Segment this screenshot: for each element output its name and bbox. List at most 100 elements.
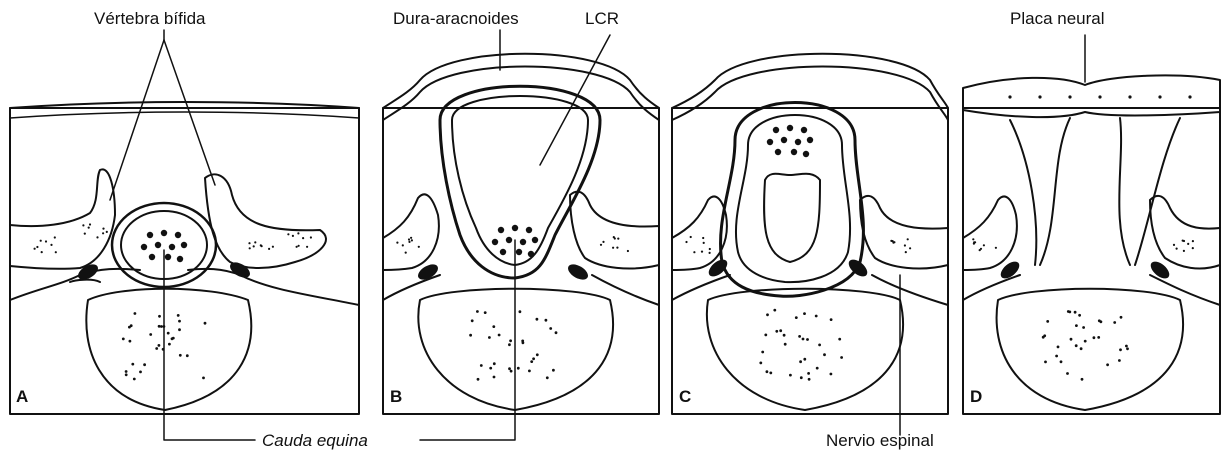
bone-stipple-dot [769,372,772,375]
nerve-root-dot-a [181,242,187,248]
bone-stipple-dot [493,362,496,365]
bone-stipple-dot [1075,344,1078,347]
bone-stipple-dot [125,373,128,376]
bone-stipple-dot [1070,338,1073,341]
bone-stipple-dot [759,362,762,365]
nerve-root-dot-a [175,232,181,238]
lamina-stipple-dot [272,246,274,248]
bone-stipple-dot [476,310,479,313]
lamina-stipple-dot [254,241,256,243]
bone-stipple-dot [808,378,811,381]
bone-stipple-dot [477,378,480,381]
bone-stipple-dot [510,370,513,373]
lamina-stipple-dot [685,241,687,243]
lamina-stipple-dot [249,247,251,249]
label-vertebra-bifida: Vértebra bífida [94,10,206,27]
bone-stipple-dot [508,367,511,370]
nerve-root-dot-a [165,254,171,260]
lamina-stipple-dot [1192,240,1194,242]
panel-c-vertebral-body [707,289,903,410]
nerve-root-dot-c [801,127,807,133]
bone-stipple-dot [484,311,487,314]
bone-stipple-dot [840,356,843,359]
bone-stipple-dot [488,336,491,339]
bone-stipple-dot [1118,359,1121,362]
bone-stipple-dot [133,378,136,381]
nerve-root-dot-b [516,249,522,255]
lamina-stipple-dot [260,244,262,246]
bone-stipple-dot [1066,372,1069,375]
bone-stipple-dot [766,313,769,316]
bone-stipple-dot [1078,314,1081,317]
lamina-stipple-dot [418,246,420,248]
lamina-stipple-dot [1187,243,1189,245]
bone-stipple-dot [1042,336,1045,339]
bone-stipple-dot [807,372,810,375]
bone-stipple-dot [1093,336,1096,339]
bone-stipple-dot [1126,347,1129,350]
lamina-stipple-dot [616,247,618,249]
lamina-stipple-dot [82,224,84,226]
lamina-stipple-dot [402,244,404,246]
placode-dot [1158,95,1161,98]
bone-stipple-dot [129,340,132,343]
nerve-root-dot-c [781,137,787,143]
bone-stipple-dot [480,364,483,367]
bone-stipple-dot [1075,324,1078,327]
panel-a-frame [10,108,359,414]
lamina-stipple-dot [701,251,703,253]
bone-stipple-dot [178,320,181,323]
bone-stipple-dot [1100,320,1103,323]
lamina-stipple-dot [102,232,104,234]
lamina-stipple-dot [268,248,270,250]
nerve-root-dot-b [526,227,532,233]
nerve-root-dot-b [520,239,526,245]
placode-dot [1128,95,1131,98]
lamina-stipple-dot [1192,247,1194,249]
bone-stipple-dot [498,334,501,337]
bone-stipple-dot [517,367,520,370]
placode-dot [1098,95,1101,98]
bone-stipple-dot [493,376,496,379]
bone-stipple-dot [160,325,163,328]
bone-stipple-dot [1082,326,1085,329]
lamina-stipple-dot [292,235,294,237]
lamina-stipple-dot [973,243,975,245]
bone-stipple-dot [163,325,166,328]
nerve-root-dot-c [807,137,813,143]
bone-stipple-dot [532,357,535,360]
lamina-stipple-dot [408,238,410,240]
panel-d-vertebral-body [997,289,1183,410]
bone-stipple-dot [489,367,492,370]
bone-stipple-dot [177,314,180,317]
ganglion-b-right [565,261,590,282]
bone-stipple-dot [806,338,809,341]
leader-lines [110,30,1085,440]
nerve-root-dot-a [141,244,147,250]
lamina-stipple-dot [36,246,38,248]
lamina-stipple-dot [84,233,86,235]
nerve-root-dot-b [506,237,512,243]
placode-dot [1008,95,1011,98]
bone-stipple-dot [1125,345,1128,348]
nerve-root-dot-c [775,149,781,155]
label-lcr: LCR [585,10,619,27]
label-placa-neural: Placa neural [1010,10,1105,27]
bone-stipple-dot [122,338,125,341]
bone-stipple-dot [155,347,158,350]
placode-dot [1038,95,1041,98]
placode-dot [1188,95,1191,98]
bone-stipple-dot [798,335,801,338]
lamina-stipple-dot [904,244,906,246]
nerve-root-dot-c [767,139,773,145]
panel-c-dural-sac [721,103,864,297]
bone-stipple-dot [815,315,818,318]
panel-letter-d: D [970,388,982,405]
lamina-stipple-dot [88,227,90,229]
bone-stipple-dot [1106,363,1109,366]
nerve-root-dot-b [498,227,504,233]
bone-stipple-dot [172,337,175,340]
lamina-stipple-dot [905,251,907,253]
bone-stipple-dot [783,334,786,337]
lamina-stipple-dot [89,223,91,225]
